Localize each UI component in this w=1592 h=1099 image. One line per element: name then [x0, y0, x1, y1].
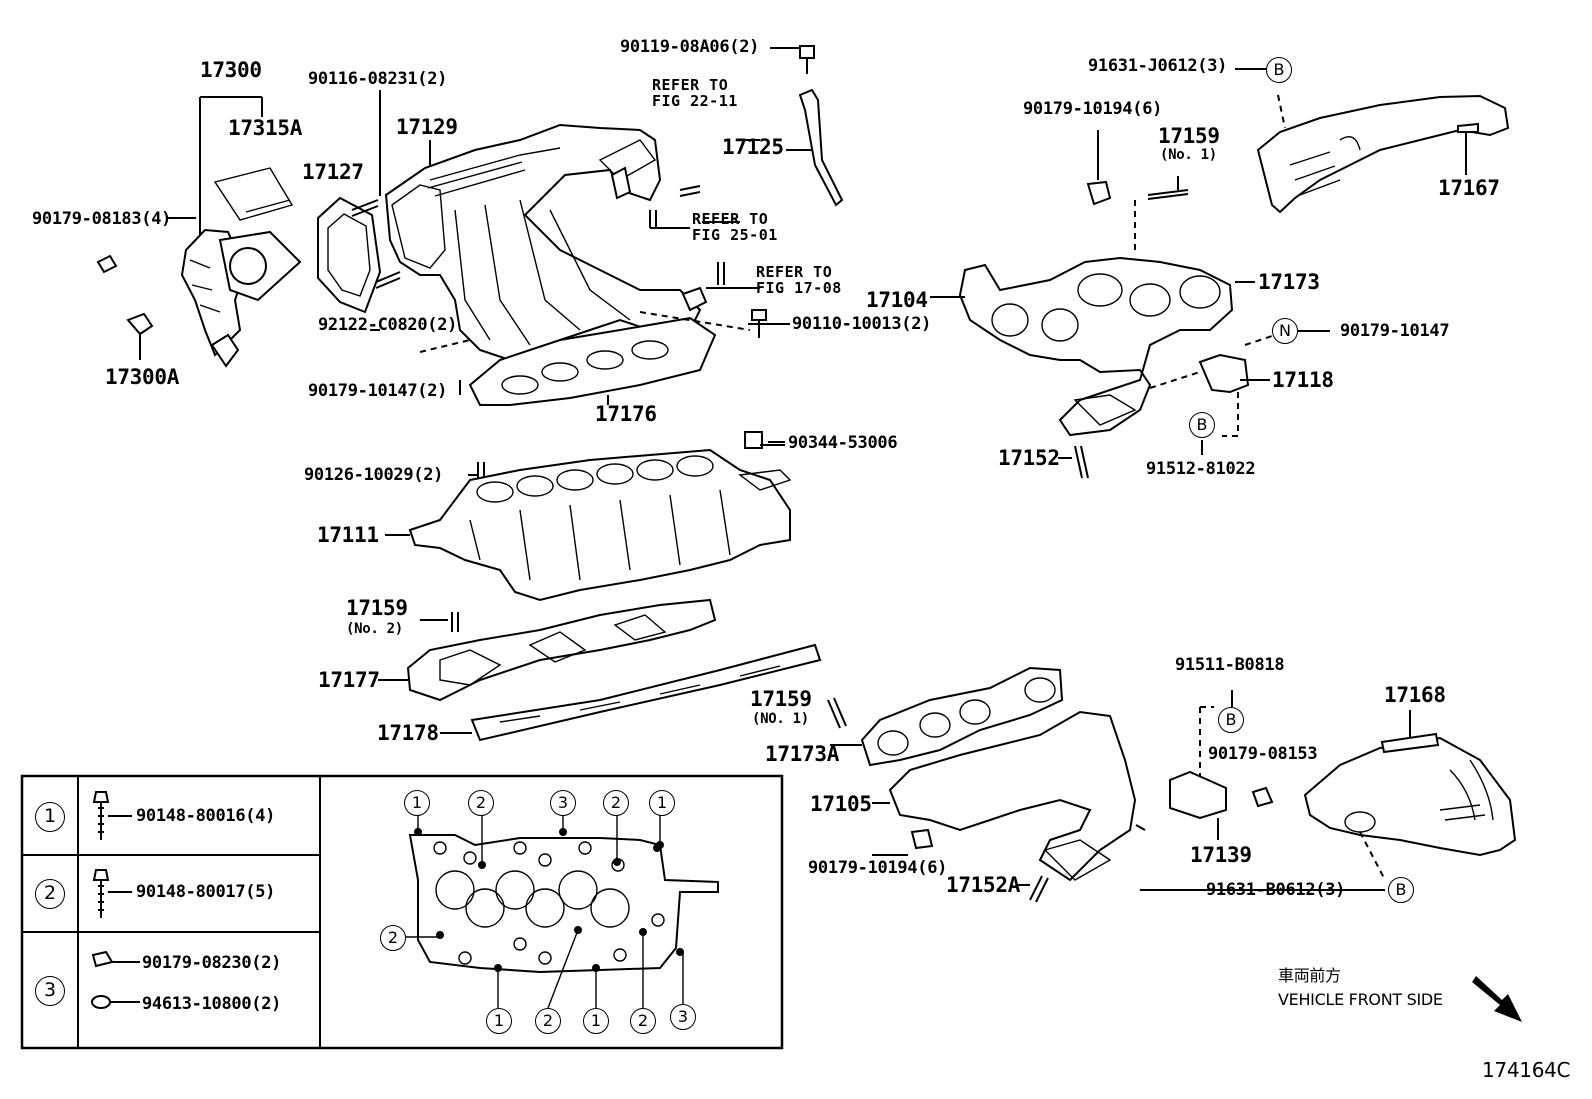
part-sub-no1a: (No. 1) [1160, 147, 1217, 163]
part-label-17125: 17125 [722, 135, 784, 159]
refer-line-2: FIG 25-01 [692, 225, 778, 244]
part-label-17118: 17118 [1272, 368, 1334, 392]
lower-intake-manifold-illustration [408, 431, 792, 632]
part-label-17168: 17168 [1384, 683, 1446, 707]
callout-2: 2 [630, 1008, 656, 1034]
refer-fig-17-08[interactable]: REFER TO FIG 17-08 [756, 263, 842, 297]
marker-b-mid: B [1189, 412, 1215, 438]
part-label-90116: 90116-08231(2) [308, 69, 448, 89]
intake-plenum-illustration [384, 123, 725, 361]
part-label-17159-no1b: 17159 [750, 687, 812, 711]
part-label-90110: 90110-10013(2) [792, 314, 932, 334]
refer-line-1: REFER TO [756, 263, 833, 281]
part-label-17176: 17176 [595, 402, 657, 426]
refer-fig-22-11[interactable]: REFER TO FIG 22-11 [652, 76, 738, 110]
part-label-91511: 91511-B0818 [1175, 655, 1285, 675]
throttle-body-illustration [96, 96, 302, 368]
callout-3: 3 [550, 790, 576, 816]
exhaust-manifold-17104-illustration [958, 130, 1234, 479]
part-label-91512: 91512-81022 [1146, 459, 1256, 479]
part-label-17152A: 17152A [946, 873, 1021, 897]
part-label-17177: 17177 [318, 668, 380, 692]
part-label-17129: 17129 [396, 115, 458, 139]
callout-2: 2 [535, 1008, 561, 1034]
gasket-17177-illustration [406, 598, 717, 702]
part-label-17111: 17111 [317, 523, 379, 547]
bolt-rod-illustration [770, 45, 844, 207]
refer-line-2: FIG 17-08 [756, 278, 842, 297]
part-sub-no2: (No. 2) [346, 621, 403, 637]
gasket-17178-illustration [470, 643, 822, 742]
heat-insulator-17168-illustration [1303, 710, 1517, 881]
part-label-17300: 17300 [200, 58, 262, 82]
part-label-90344: 90344-53006 [788, 433, 898, 453]
part-label-17300A: 17300A [105, 365, 180, 389]
figure-id: 174164C [1482, 1058, 1571, 1082]
callout-2: 2 [603, 790, 629, 816]
part-label-17152: 17152 [998, 446, 1060, 470]
callout-3: 3 [670, 1004, 696, 1030]
part-label-17173A: 17173A [765, 742, 840, 766]
legend-part-1: 90148-80016(4) [136, 806, 276, 826]
legend-number-3: 3 [35, 976, 65, 1006]
part-label-17167: 17167 [1438, 176, 1500, 200]
legend-number-2: 2 [35, 879, 65, 909]
legend-table [20, 774, 784, 1050]
leader-lines [166, 47, 1385, 891]
part-label-90179-10194-6b: 90179-10194(6) [808, 858, 948, 878]
marker-b-bottom: B [1388, 877, 1414, 903]
legend-part-2: 90148-80017(5) [136, 882, 276, 902]
callout-2: 2 [380, 925, 406, 951]
part-sub-no1b: (NO. 1) [752, 711, 809, 727]
refer-line-1: REFER TO [652, 76, 729, 94]
marker-b-top: B [1266, 57, 1292, 83]
callout-1: 1 [649, 790, 675, 816]
callout-2: 2 [468, 790, 494, 816]
legend-number-1: 1 [35, 802, 65, 832]
part-label-90179-10147-2: 90179-10147(2) [308, 381, 448, 401]
part-label-90119: 90119-08A06(2) [620, 37, 760, 57]
part-label-17105: 17105 [810, 792, 872, 816]
part-label-17315A: 17315A [228, 116, 303, 140]
refer-line-1: REFER TO [692, 210, 769, 228]
part-label-90179-10194-6a: 90179-10194(6) [1023, 99, 1163, 119]
part-label-17127: 17127 [302, 160, 364, 184]
part-label-90179-08183: 90179-08183(4) [32, 209, 172, 229]
marker-n: N [1272, 318, 1298, 344]
part-label-17173: 17173 [1258, 270, 1320, 294]
part-label-92122: 92122-C0820(2) [318, 315, 458, 335]
bracket-17139-illustration [1169, 706, 1274, 840]
gasket-17127-illustration [317, 90, 431, 314]
gasket-17176-illustration [419, 311, 751, 406]
callout-1: 1 [583, 1008, 609, 1034]
refer-fig-25-01[interactable]: REFER TO FIG 25-01 [692, 210, 778, 244]
part-label-91631-b0612: 91631-B0612(3) [1206, 880, 1346, 900]
legend-part-3b: 94613-10800(2) [142, 994, 282, 1014]
part-label-90179-08153: 90179-08153 [1208, 744, 1318, 764]
heat-insulator-17167-illustration [1235, 68, 1510, 214]
part-label-90179-10147: 90179-10147 [1340, 321, 1450, 341]
callout-1: 1 [404, 790, 430, 816]
part-label-91631-j0612: 91631-J0612(3) [1088, 56, 1228, 76]
callout-1: 1 [486, 1008, 512, 1034]
exhaust-manifold-17105-illustration [827, 666, 1146, 903]
bracket-17118-illustration [1149, 334, 1276, 437]
legend-part-3a: 90179-08230(2) [142, 953, 282, 973]
part-label-17159-no2: 17159 [346, 596, 408, 620]
part-label-17178: 17178 [377, 721, 439, 745]
marker-b-bracket: B [1218, 707, 1244, 733]
refer-line-2: FIG 22-11 [652, 91, 738, 110]
part-label-17139: 17139 [1190, 843, 1252, 867]
direction-text-en: VEHICLE FRONT SIDE [1278, 990, 1443, 1009]
part-label-90126: 90126-10029(2) [304, 465, 444, 485]
part-label-17104: 17104 [866, 288, 928, 312]
part-label-17159-no1a: 17159 [1158, 124, 1220, 148]
direction-arrow-icon [1472, 976, 1522, 1022]
direction-text-jp: 車両前方 [1278, 966, 1341, 985]
